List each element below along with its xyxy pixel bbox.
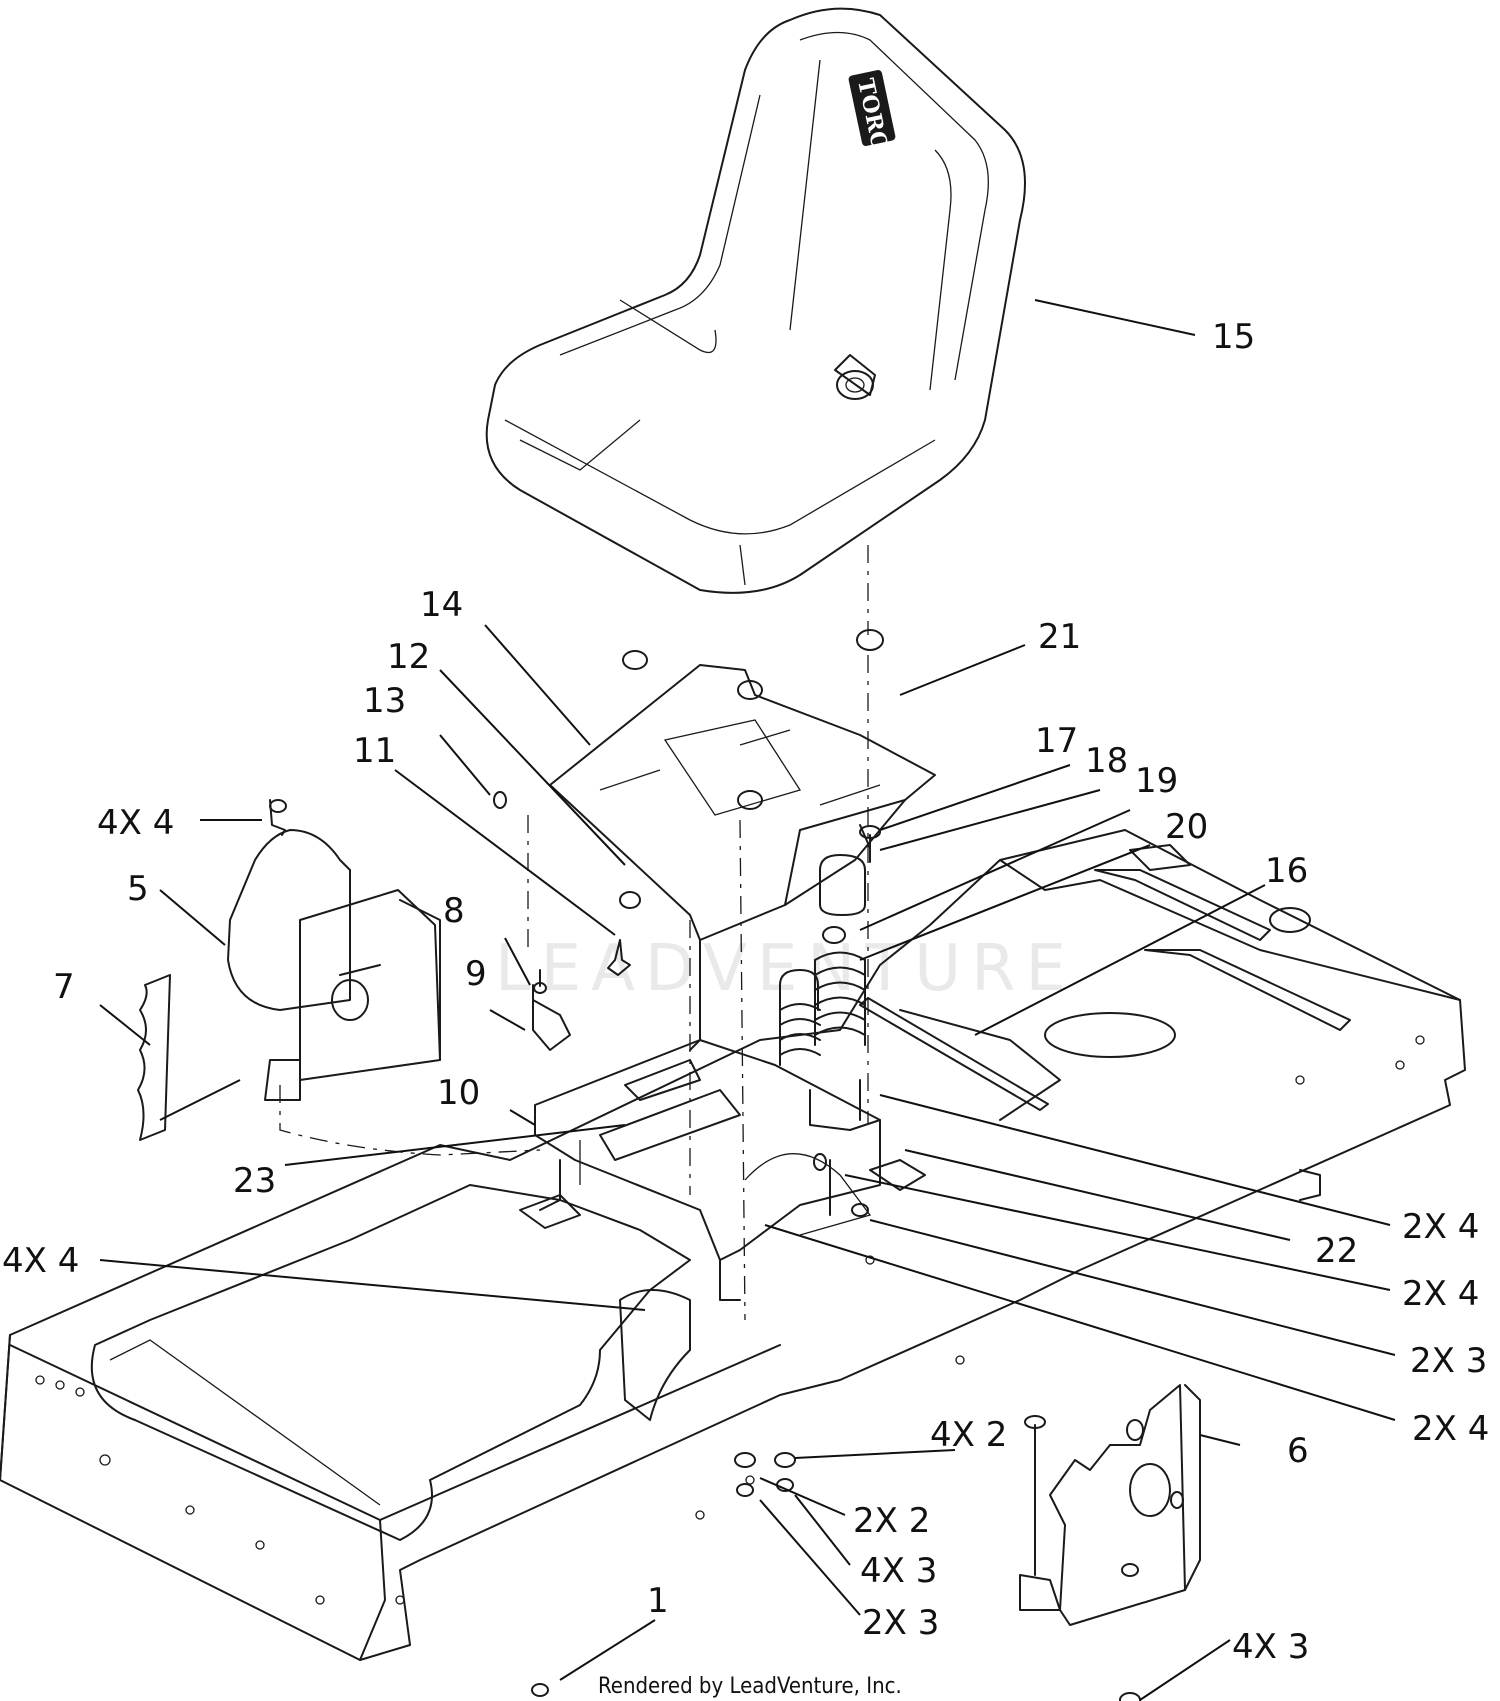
callout-1: 1 xyxy=(647,1581,669,1621)
callout-4x4-top: 4X 4 xyxy=(97,803,174,843)
seat: TORO xyxy=(485,7,1026,594)
callout-17: 17 xyxy=(1035,721,1078,761)
callout-11: 11 xyxy=(353,731,396,771)
callout-2x2: 2X 2 xyxy=(853,1501,930,1541)
callout-9: 9 xyxy=(465,954,487,994)
callout-2x3-bottom: 2X 3 xyxy=(862,1603,939,1643)
callout-16: 16 xyxy=(1265,851,1308,891)
frame-holes xyxy=(35,1035,1425,1605)
callout-4x3-center: 4X 3 xyxy=(860,1551,937,1591)
watermark-text: LEADVENTURE xyxy=(495,932,1076,1006)
callout-22: 22 xyxy=(1315,1231,1358,1271)
footer-credit: Rendered by LeadVenture, Inc. xyxy=(598,1674,902,1699)
left-bracket xyxy=(137,829,441,1141)
callout-labels: 15 14 21 12 13 11 17 18 19 20 16 4X 4 5 … xyxy=(2,317,1489,1667)
callout-4x4-left: 4X 4 xyxy=(2,1241,79,1281)
callout-5: 5 xyxy=(127,869,149,909)
leader-lines xyxy=(99,299,1396,1701)
seat-bracket xyxy=(534,1039,881,1301)
seat-plate xyxy=(549,629,936,1051)
springs-and-bumpers xyxy=(779,824,871,1066)
callout-19: 19 xyxy=(1135,761,1178,801)
callout-15: 15 xyxy=(1212,317,1255,357)
callout-12: 12 xyxy=(387,637,430,677)
callout-14: 14 xyxy=(420,585,463,625)
callout-2x4-upper: 2X 4 xyxy=(1402,1207,1479,1247)
callout-6: 6 xyxy=(1287,1431,1309,1471)
right-bracket xyxy=(1019,1384,1201,1701)
callout-21: 21 xyxy=(1038,617,1081,657)
rod xyxy=(859,997,1049,1111)
chassis-frame xyxy=(0,829,1466,1661)
callout-7: 7 xyxy=(53,967,75,1007)
callout-4x3-right: 4X 3 xyxy=(1232,1627,1309,1667)
callout-10: 10 xyxy=(437,1073,480,1113)
callout-4x2: 4X 2 xyxy=(930,1415,1007,1455)
callout-2x4-middle: 2X 4 xyxy=(1402,1274,1479,1314)
callout-2x3-right: 2X 3 xyxy=(1410,1341,1487,1381)
callout-2x4-lower: 2X 4 xyxy=(1412,1409,1489,1449)
callout-8: 8 xyxy=(443,891,465,931)
callout-20: 20 xyxy=(1165,807,1208,847)
nuts-and-washers xyxy=(531,1153,1139,1697)
hardware-small xyxy=(269,791,881,1051)
callout-23: 23 xyxy=(233,1161,276,1201)
callout-13: 13 xyxy=(363,681,406,721)
callout-18: 18 xyxy=(1085,741,1128,781)
